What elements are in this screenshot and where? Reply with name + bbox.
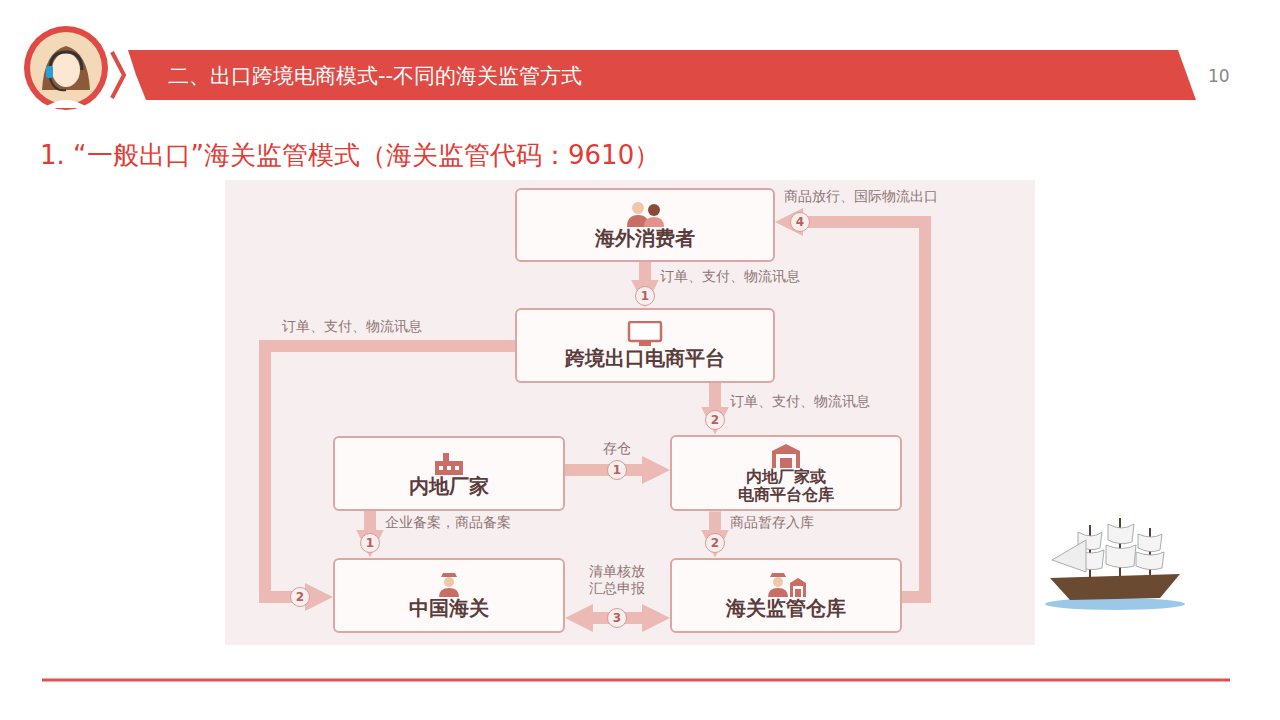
sea-water	[1045, 598, 1185, 610]
edge-label: 订单、支付、物流讯息	[282, 318, 422, 335]
callout-number: 3	[607, 608, 627, 628]
process-box: 内地厂家或 电商平台仓库	[670, 435, 902, 512]
sailing-ship	[1045, 518, 1185, 610]
edge-label: 商品放行、国际物流出口	[784, 188, 938, 205]
node-label: 内地厂家	[409, 475, 489, 498]
node-label: 内地厂家或 电商平台仓库	[736, 468, 835, 505]
avatar-hair	[42, 46, 90, 90]
icon-part	[629, 322, 661, 341]
icon-part	[455, 466, 459, 470]
edge-label: 企业备案，商品备案	[385, 514, 511, 531]
icon-part	[648, 204, 660, 216]
avatar-ring	[24, 26, 108, 110]
section-heading: 1. “一般出口”海关监管模式（海关监管代码：9610）	[40, 138, 660, 173]
icon-part	[780, 458, 792, 468]
ship-hull	[1050, 574, 1180, 600]
ship-sail	[1106, 524, 1136, 568]
flow-arrow	[789, 222, 925, 597]
edge-label: 清单核放 汇总申报	[585, 562, 649, 598]
node-label: 海关监管仓库	[726, 597, 846, 620]
avatar-collar	[44, 100, 88, 108]
icon-part	[644, 217, 664, 227]
icon-part	[444, 577, 454, 587]
callout-number: 2	[705, 410, 725, 430]
icon-part	[795, 589, 801, 597]
process-box: 海关监管仓库	[670, 558, 902, 633]
edge-label: 订单、支付、物流讯息	[660, 268, 800, 285]
edge-label: 订单、支付、物流讯息	[730, 393, 870, 410]
icon-part	[790, 578, 806, 597]
node-icon	[427, 571, 471, 597]
callout-number: 2	[290, 587, 310, 607]
bottom-rule	[42, 679, 1230, 682]
callout-number: 1	[635, 286, 655, 306]
icon-part	[772, 444, 800, 468]
icon-part	[441, 573, 457, 577]
node-icon	[427, 449, 471, 475]
process-box: 跨境出口电商平台	[515, 308, 775, 383]
slide-title: 二、出口跨境电商模式--不同的海关监管方式	[168, 62, 582, 90]
icon-part	[639, 342, 651, 346]
callout-number: 1	[607, 460, 627, 480]
callout-number: 4	[790, 212, 810, 232]
node-icon	[623, 321, 667, 347]
process-box: 海外消费者	[515, 188, 775, 262]
callout-number: 1	[360, 533, 380, 553]
avatar-mic	[50, 78, 66, 90]
icon-part	[768, 588, 788, 597]
icon-part	[435, 453, 463, 475]
avatar-headset	[50, 52, 82, 70]
edge-label: 商品暂存入库	[730, 514, 814, 531]
callout-number: 2	[705, 533, 725, 553]
icon-part	[439, 588, 459, 597]
icon-part	[773, 577, 783, 587]
process-box: 中国海关	[333, 558, 565, 633]
icon-part	[632, 202, 644, 214]
ship-mast	[1089, 525, 1091, 578]
avatar-face-ground	[30, 32, 102, 104]
node-icon	[764, 571, 808, 597]
icon-part	[770, 573, 786, 577]
diagram-ground	[225, 180, 1035, 645]
edge-label: 存仓	[603, 440, 631, 457]
ship-jib	[1052, 540, 1086, 572]
title-banner	[128, 50, 1196, 100]
banner-chevron	[112, 52, 124, 98]
page-number: 10	[1208, 66, 1230, 86]
icon-part	[439, 466, 443, 470]
node-label: 跨境出口电商平台	[565, 347, 725, 370]
icon-part	[447, 466, 451, 470]
node-label: 海外消费者	[595, 227, 695, 250]
avatar-earphone	[46, 66, 53, 78]
node-icon	[764, 442, 808, 468]
process-box: 内地厂家	[333, 436, 565, 511]
ship-sail	[1136, 534, 1164, 570]
node-label: 中国海关	[409, 597, 489, 620]
node-icon	[623, 201, 667, 227]
avatar-face	[52, 53, 80, 87]
